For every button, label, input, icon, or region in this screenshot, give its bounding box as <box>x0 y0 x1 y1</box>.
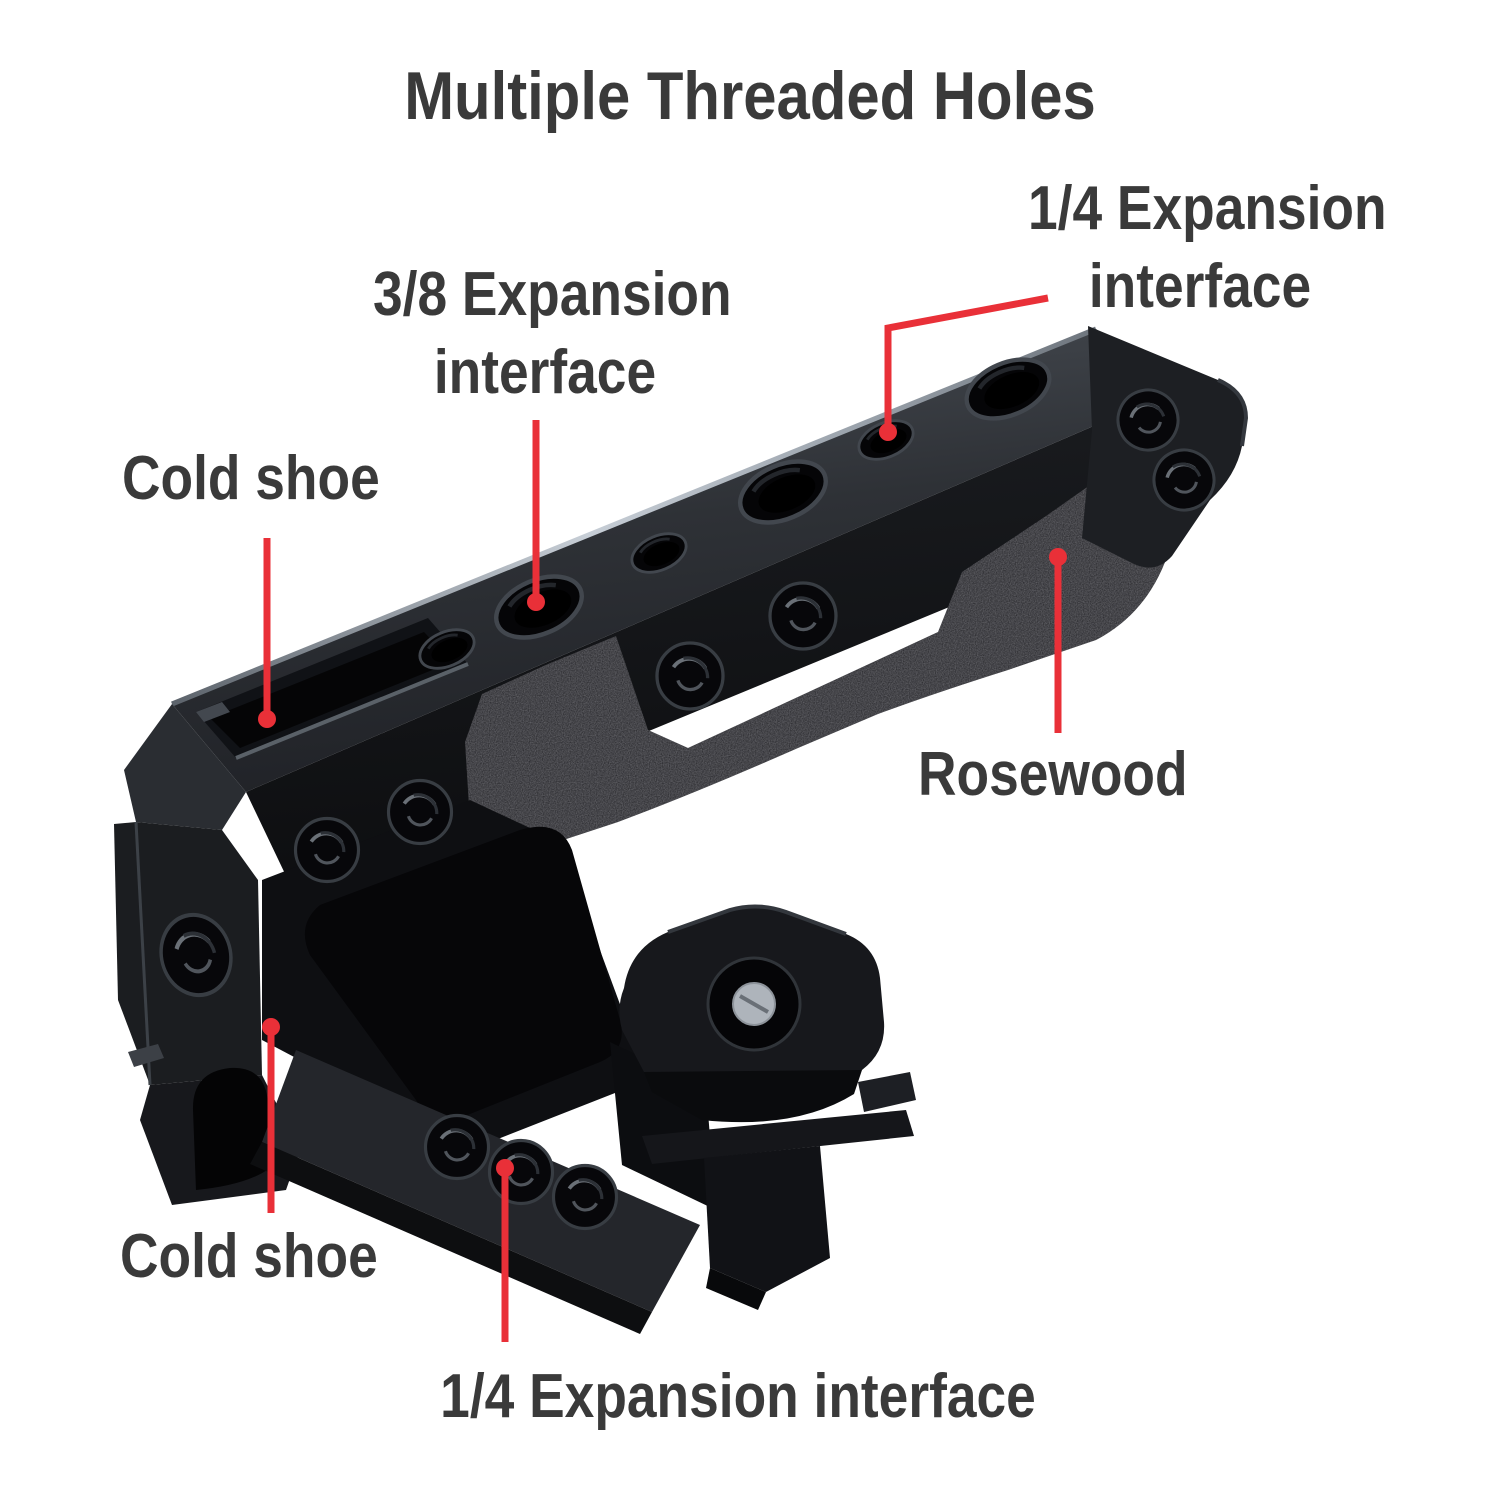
label-rosewood: Rosewood <box>918 740 1188 809</box>
mount-knob-highlight <box>667 904 847 936</box>
rosewood-grip-texture <box>465 464 1170 848</box>
leader-dot-cold-shoe-top <box>258 710 276 728</box>
cold-shoe-rail-highlight <box>235 662 469 760</box>
cold-shoe-rail-tab <box>196 702 230 722</box>
leader-dot-quarter-top <box>879 423 897 441</box>
bottom-cold-shoe-rail <box>128 1044 164 1067</box>
leader-quarter-top <box>884 294 1049 428</box>
label-quarter-expansion-top-line2: interface <box>1088 252 1312 321</box>
left-block-edge-highlight <box>134 821 152 1086</box>
label-cold-shoe-top: Cold shoe <box>122 444 380 513</box>
shoe-foot <box>704 1146 830 1292</box>
beam-chamfer-edge <box>171 326 1097 707</box>
handle-body <box>114 326 1249 1334</box>
leader-dot-three-eighth <box>527 593 545 611</box>
label-three-eighth-expansion-line2: interface <box>433 338 657 407</box>
shoe-plate-step <box>858 1072 916 1112</box>
label-quarter-expansion-top: 1/4 Expansion interface <box>1028 170 1387 326</box>
mount-screw-slot <box>739 994 769 1014</box>
shoe-foot-bottom <box>706 1268 766 1310</box>
label-cold-shoe-bottom: Cold shoe <box>120 1222 378 1291</box>
label-quarter-expansion-top-line1: 1/4 Expansion <box>1028 174 1387 243</box>
mount-knob-side <box>644 1070 862 1123</box>
shoe-plate <box>642 1110 914 1164</box>
bottom-arm-top-face <box>262 1050 700 1312</box>
label-three-eighth-expansion-line1: 3/8 Expansion <box>373 260 732 329</box>
end-cap-bevel <box>1217 378 1249 447</box>
inner-recess-dark <box>304 826 622 1121</box>
label-three-eighth-expansion: 3/8 Expansion interface <box>373 256 732 412</box>
label-quarter-expansion-bottom: 1/4 Expansion interface <box>440 1362 1036 1431</box>
page-title: Multiple Threaded Holes <box>404 58 1096 134</box>
leader-lines <box>258 294 1067 1342</box>
left-end-facet <box>124 704 246 830</box>
bottom-cold-shoe-arch <box>192 1067 270 1190</box>
bottom-arm-front-face <box>250 1142 652 1334</box>
